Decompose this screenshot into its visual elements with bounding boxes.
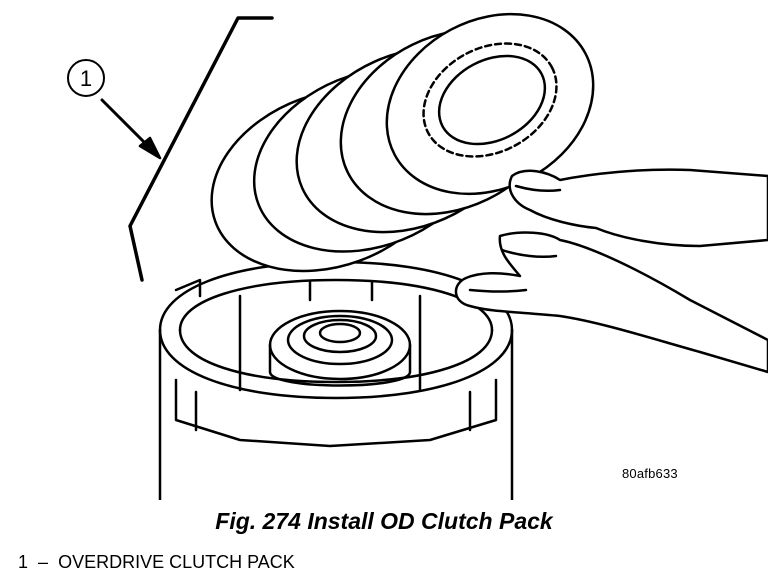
lower-hand [454,231,768,374]
legend-item: 1 – OVERDRIVE CLUTCH PACK [18,552,295,573]
figure-caption: Fig. 274 Install OD Clutch Pack [215,508,553,534]
clutch-pack-illustration: 1 [67,12,768,500]
upper-hand [508,168,768,248]
legend-number: 1 [18,552,29,572]
clutch-plate-top [385,12,595,196]
callout-bracket [128,16,274,282]
callout-circle [67,59,105,97]
clutch-hub [268,309,412,387]
callout-arrow [100,98,162,160]
image-code: 80afb633 [622,466,678,481]
callout-number: 1 [80,66,92,91]
clutch-plate-stack [210,12,595,273]
legend-text: OVERDRIVE CLUTCH PACK [58,552,295,572]
legend-separator: – [38,552,49,572]
